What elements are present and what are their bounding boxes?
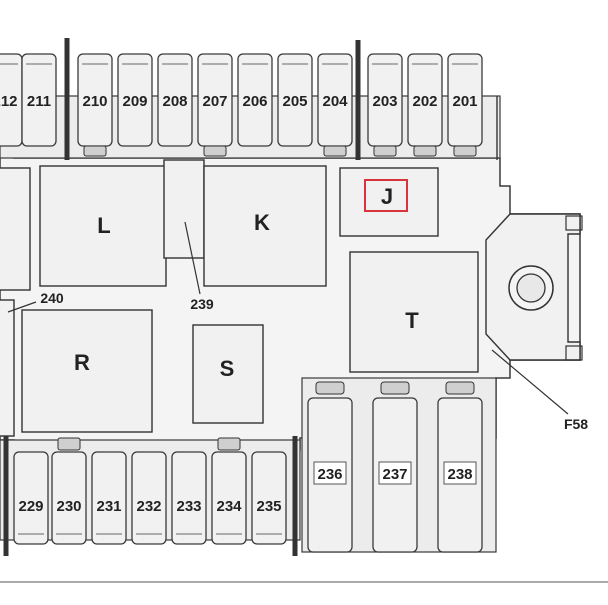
fuse-label-207: 207 — [202, 93, 227, 110]
relay-s — [192, 324, 264, 424]
fuse-label-209: 209 — [122, 93, 147, 110]
relay-j-label: J — [381, 184, 393, 209]
large-fuse-post — [445, 381, 475, 395]
fuse-label-210: 210 — [82, 93, 107, 110]
relay-s-label: S — [220, 356, 235, 381]
fuse-235: 235 — [251, 451, 287, 545]
fuse-238: 238 — [437, 397, 483, 553]
fuse-label-229: 229 — [18, 498, 43, 515]
fuse-233: 233 — [171, 451, 207, 545]
fuse-207: 207 — [197, 53, 233, 147]
fuse-label-235: 235 — [256, 498, 281, 515]
fuse-201: 201 — [447, 53, 483, 147]
fuse-label-237: 237 — [382, 466, 407, 483]
fuse-label-203: 203 — [372, 93, 397, 110]
fuse-209: 209 — [117, 53, 153, 147]
f58-bolt-inner — [516, 273, 546, 303]
large-fuse-post — [315, 381, 345, 395]
relay-t-label: T — [405, 308, 419, 333]
fuse-232: 232 — [131, 451, 167, 545]
fuse-post — [323, 145, 347, 157]
fuse-208: 208 — [157, 53, 193, 147]
large-fuse-post — [380, 381, 410, 395]
callout-240: 240 — [40, 290, 64, 306]
fuse-post — [203, 145, 227, 157]
fuse-label-238: 238 — [447, 466, 472, 483]
relay-r-left-stub — [0, 299, 15, 437]
fuse-label-234: 234 — [216, 498, 242, 515]
fuse-label-232: 232 — [136, 498, 161, 515]
fuse-label-236: 236 — [317, 466, 342, 483]
callout-f58: F58 — [564, 416, 588, 432]
fuse-label-212: 212 — [0, 93, 18, 110]
fuse-label-205: 205 — [282, 93, 307, 110]
fuse-post — [57, 437, 81, 451]
fuse-label-201: 201 — [452, 93, 477, 110]
fuse-label-233: 233 — [176, 498, 201, 515]
fuse-post — [83, 145, 107, 157]
fuse-204: 204 — [317, 53, 353, 147]
fuse-231: 231 — [91, 451, 127, 545]
fuse-label-230: 230 — [56, 498, 81, 515]
fuse-212: 212 — [0, 53, 23, 147]
relay-r — [21, 309, 153, 433]
callout-line-f58 — [491, 349, 569, 415]
fuse-label-202: 202 — [412, 93, 437, 110]
fuse-230: 230 — [51, 451, 87, 545]
relay-k — [203, 165, 327, 287]
fuse-206: 206 — [237, 53, 273, 147]
relay-l-label: L — [97, 213, 110, 238]
relay-l-left-stub — [0, 167, 31, 291]
fuse-211: 211 — [21, 53, 57, 147]
fuse-205: 205 — [277, 53, 313, 147]
fuse-post — [373, 145, 397, 157]
relay-j-highlight — [364, 179, 408, 212]
fuse-label-208: 208 — [162, 93, 187, 110]
relay-t — [349, 251, 479, 373]
fuse-label-204: 204 — [322, 93, 348, 110]
callout-line-239 — [184, 221, 201, 295]
fuse-label-206: 206 — [242, 93, 267, 110]
fuse-label-231: 231 — [96, 498, 121, 515]
relay-divider — [163, 159, 205, 259]
fuse-203: 203 — [367, 53, 403, 147]
relay-k-label: K — [254, 210, 270, 235]
fuse-236: 236 — [307, 397, 353, 553]
relay-r-label: R — [74, 350, 90, 375]
callout-line-240 — [7, 301, 37, 313]
fuse-post — [453, 145, 477, 157]
relay-l — [39, 165, 167, 287]
fuse-label-211: 211 — [27, 93, 51, 110]
fuse-210: 210 — [77, 53, 113, 147]
fuse-237: 237 — [372, 397, 418, 553]
callout-239: 239 — [190, 296, 214, 312]
fuse-202: 202 — [407, 53, 443, 147]
fuse-234: 234 — [211, 451, 247, 545]
fuse-post — [217, 437, 241, 451]
fuse-229: 229 — [13, 451, 49, 545]
fuse-post — [413, 145, 437, 157]
